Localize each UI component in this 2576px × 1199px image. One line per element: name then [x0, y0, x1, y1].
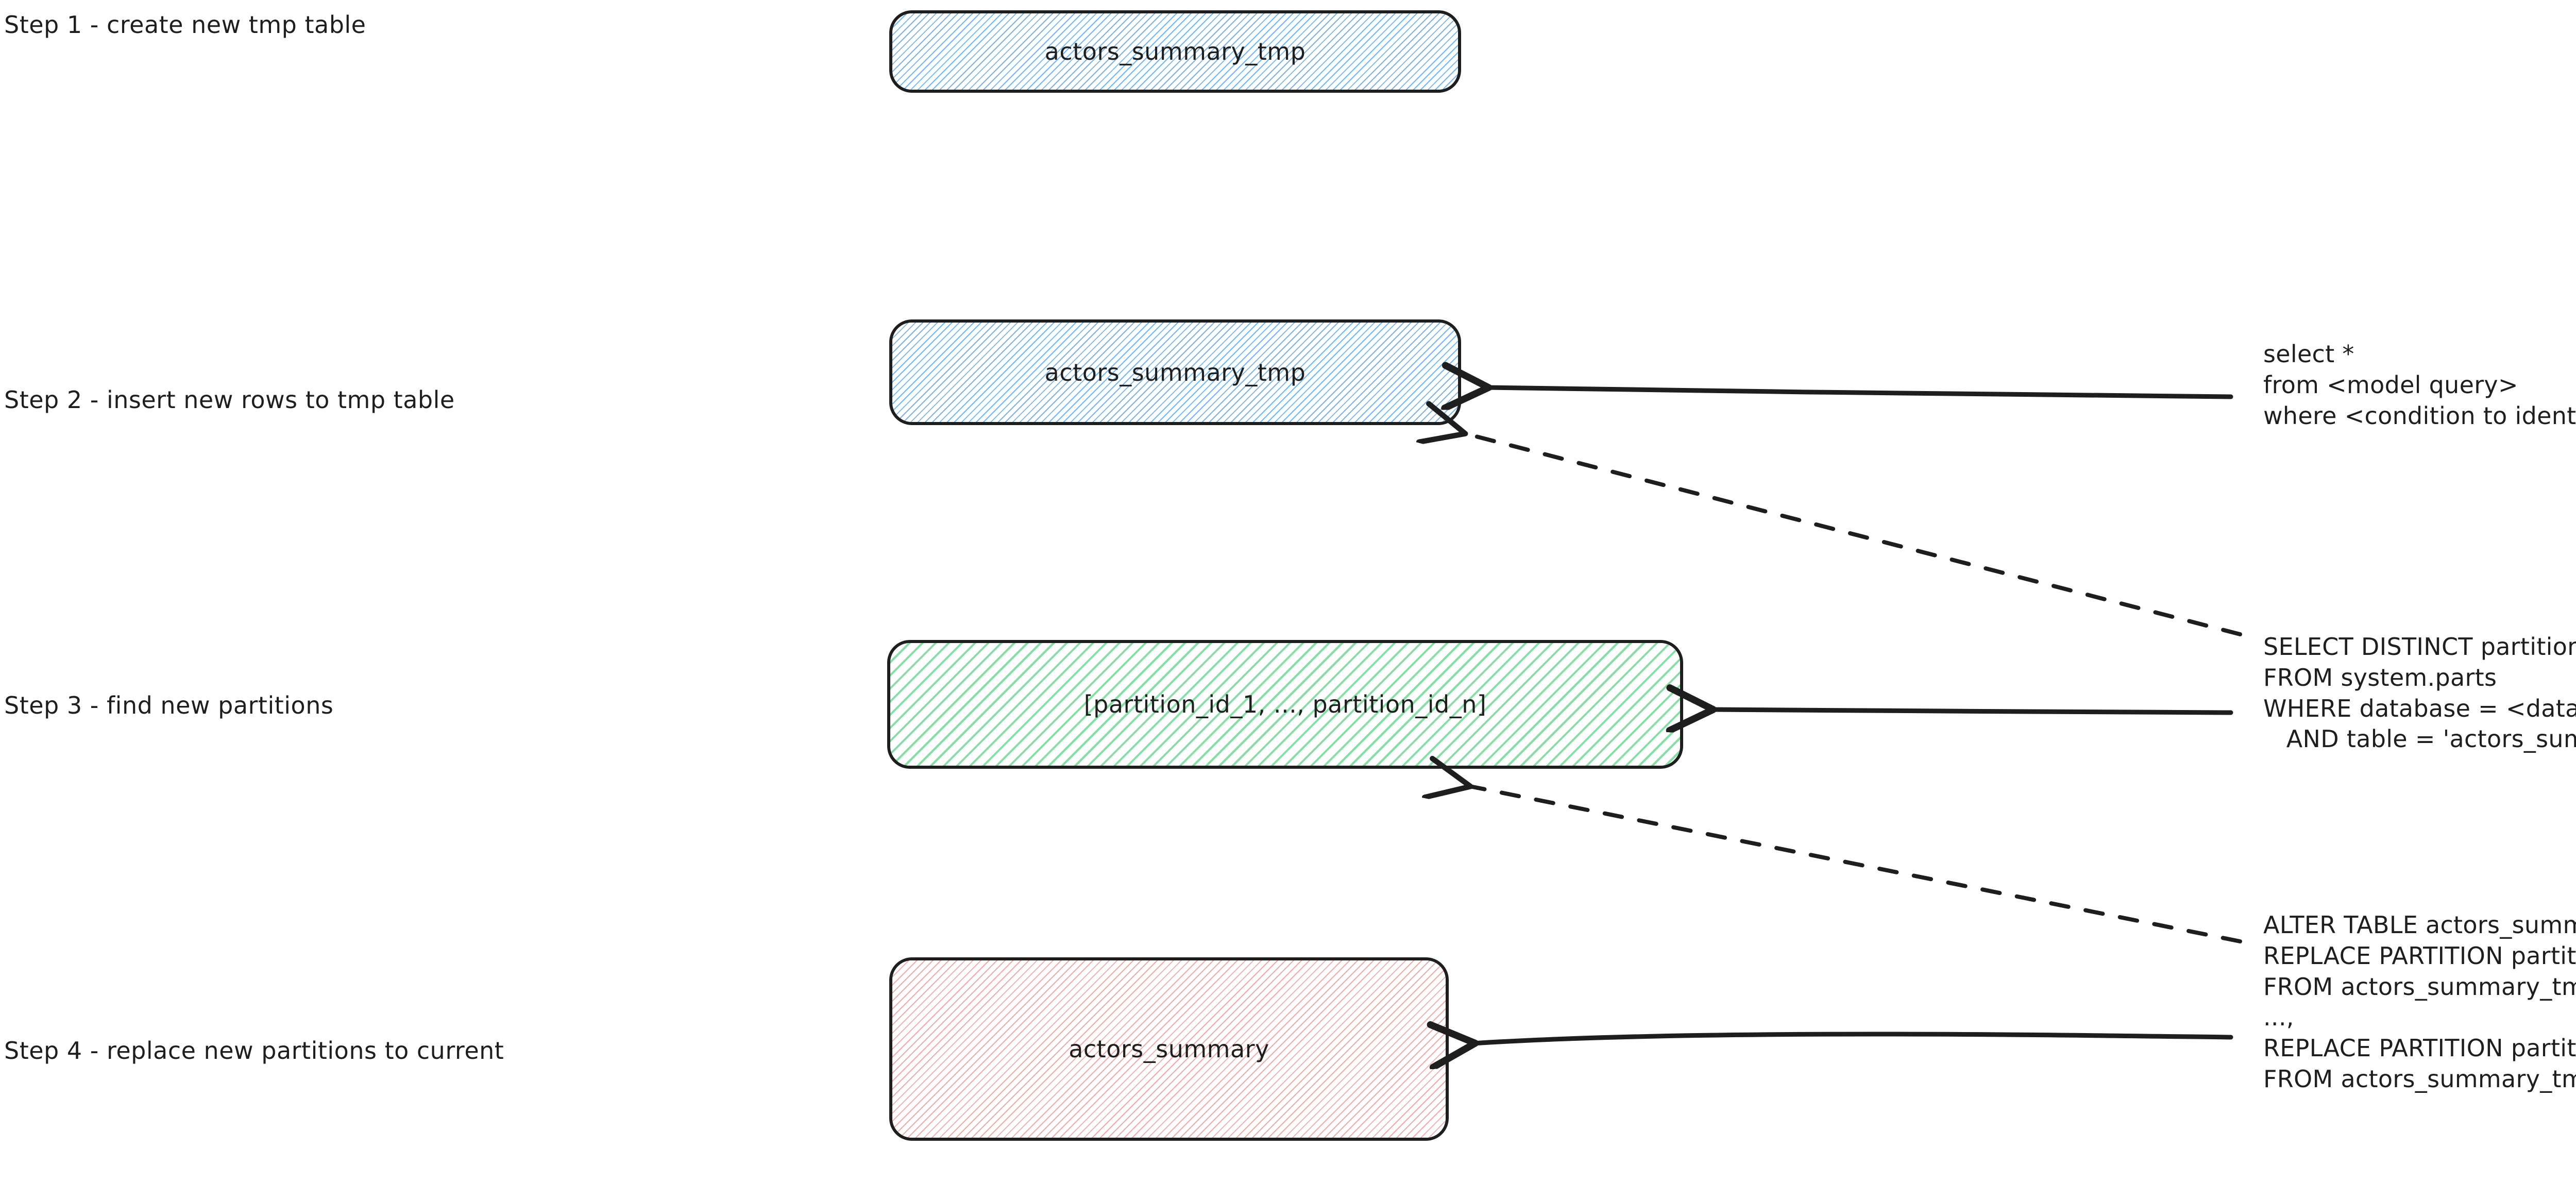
- step-label-2: Step 2 - insert new rows to tmp table: [4, 386, 455, 414]
- node-target-table[interactable]: actors_summary: [889, 957, 1449, 1141]
- edge-replace-sql-to-partitions-list: [1467, 786, 2242, 943]
- node-label-target-table: actors_summary: [1069, 1035, 1269, 1063]
- step-label-3: Step 3 - find new partitions: [4, 691, 334, 719]
- node-tmp-table-step1[interactable]: actors_summary_tmp: [889, 10, 1461, 93]
- node-partitions-list[interactable]: [partition_id_1, ..., partition_id_n]: [887, 640, 1683, 769]
- step-label-4: Step 4 - replace new partitions to curre…: [4, 1037, 504, 1065]
- edge-replace-sql-to-target-table: [1472, 1034, 2233, 1043]
- edge-insert-sql-to-tmp-table: [1486, 387, 2233, 397]
- node-tmp-table-step2[interactable]: actors_summary_tmp: [889, 319, 1461, 425]
- sql-block-find-partitions-query: SELECT DISTINCT partition_id FROM system…: [2263, 633, 2576, 753]
- node-label-tmp-table-step1: actors_summary_tmp: [1044, 38, 1306, 65]
- hatch-fill-blue: [892, 323, 1458, 422]
- hatch-fill-blue: [892, 13, 1458, 90]
- sql-block-insert-query: select * from <model query> where <condi…: [2263, 340, 2576, 430]
- hatch-fill-pink: [892, 960, 1446, 1138]
- edge-find-partitions-sql-to-tmp-table: [1462, 433, 2242, 636]
- step-label-1: Step 1 - create new tmp table: [4, 11, 366, 39]
- edge-find-partitions-sql-to-partitions-list: [1710, 710, 2233, 713]
- node-label-tmp-table-step2: actors_summary_tmp: [1044, 358, 1306, 386]
- sql-block-replace-partitions-query: ALTER TABLE actors_summary REPLACE PARTI…: [2263, 911, 2576, 1093]
- node-label-partitions-list: [partition_id_1, ..., partition_id_n]: [1083, 690, 1487, 718]
- hatch-fill-green: [890, 643, 1680, 766]
